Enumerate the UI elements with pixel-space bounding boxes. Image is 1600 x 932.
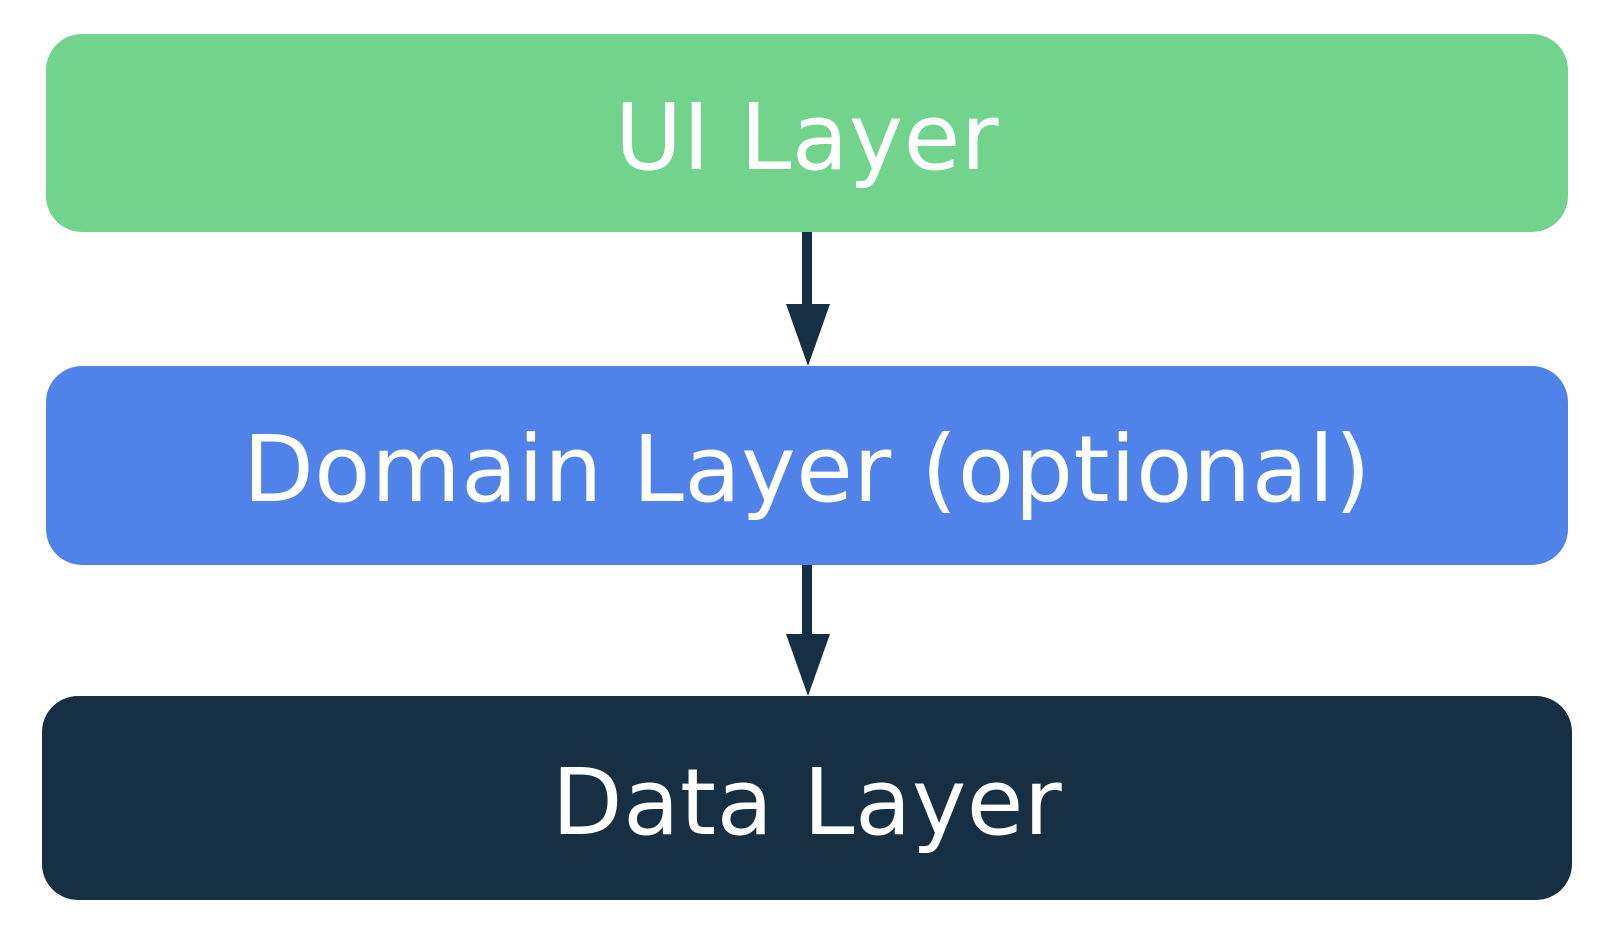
arrow-ui-to-domain xyxy=(786,232,830,366)
data-layer-box: Data Layer xyxy=(42,696,1572,900)
ui-layer-label: UI Layer xyxy=(614,83,1000,191)
domain-layer-label: Domain Layer (optional) xyxy=(242,416,1372,523)
arrow-shaft xyxy=(802,565,812,638)
data-layer-label: Data Layer xyxy=(551,748,1063,856)
arrow-shaft xyxy=(802,232,812,308)
ui-layer-box: UI Layer xyxy=(46,34,1568,232)
arrow-down-icon xyxy=(786,634,830,696)
arrow-domain-to-data xyxy=(786,565,830,696)
arrow-down-icon xyxy=(786,304,830,366)
domain-layer-box: Domain Layer (optional) xyxy=(46,366,1568,565)
